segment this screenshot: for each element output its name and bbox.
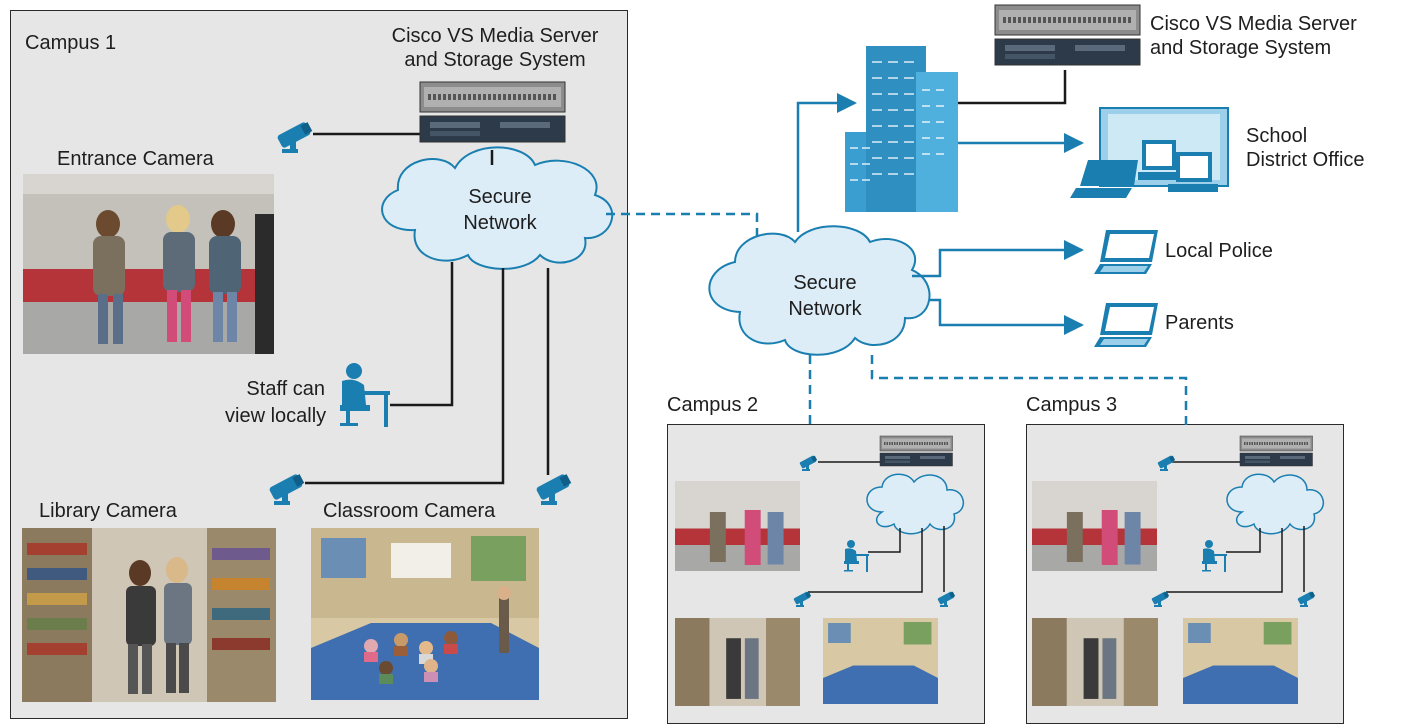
campus-1-server-label-line1: Cisco VS Media Server	[391, 25, 599, 47]
central-cloud-label-line1: Secure	[793, 272, 857, 294]
campus-1-server-label: Cisco VS Media Server and Storage System	[370, 24, 620, 72]
district-office-label-line2: District Office	[1246, 149, 1365, 171]
classroom-camera-label: Classroom Camera	[323, 500, 496, 522]
local-police-laptop-icon	[1094, 230, 1158, 274]
entrance-camera-photo	[23, 174, 274, 354]
campus-2-entrance-photo	[675, 481, 800, 571]
classroom-camera-photo	[311, 528, 539, 700]
district-server-label: Cisco VS Media Server and Storage System	[1150, 12, 1357, 60]
campus-2-network	[793, 434, 965, 607]
staff-label-line1: Staff can	[246, 378, 325, 400]
campus-1-cloud-icon	[381, 146, 614, 270]
central-cloud-icon	[708, 225, 931, 356]
building-icon	[845, 46, 958, 212]
central-cloud-label-line2: Network	[788, 298, 862, 320]
entrance-camera-icon	[276, 121, 313, 153]
district-server-label-line2: and Storage System	[1150, 37, 1332, 59]
library-camera-photo	[22, 528, 276, 702]
classroom-camera-icon	[535, 473, 572, 505]
parents-laptop-icon	[1094, 303, 1158, 347]
campus-3-library-photo	[1032, 618, 1158, 706]
desktop-workstation-icon	[1070, 107, 1229, 198]
district-server-label-line1: Cisco VS Media Server	[1150, 13, 1357, 35]
campus-1-title: Campus 1	[25, 32, 117, 54]
central-cloud-label: Secure Network	[765, 270, 885, 322]
parents-label: Parents	[1165, 312, 1234, 334]
library-camera-label: Library Camera	[39, 500, 177, 522]
campus-1-cloud-label-line1: Secure	[468, 186, 532, 208]
campus-3-network	[1151, 434, 1325, 607]
staff-label: Staff can view locally	[225, 376, 327, 430]
district-server-icon	[995, 5, 1140, 65]
campus-3-entrance-photo	[1032, 481, 1157, 571]
seated-staff-icon	[340, 363, 390, 427]
campus-1-server-label-line2: and Storage System	[404, 49, 586, 71]
campus-3-title: Campus 3	[1026, 394, 1118, 416]
entrance-camera-label: Entrance Camera	[57, 148, 214, 170]
campus-2-classroom-photo	[823, 618, 938, 704]
library-camera-icon	[268, 473, 305, 505]
staff-label-line2: view locally	[225, 405, 327, 427]
district-office-label: School District Office	[1246, 124, 1365, 172]
campus-2-library-photo	[675, 618, 800, 706]
campus-1-server-icon	[420, 82, 565, 142]
district-office-label-line1: School	[1246, 125, 1308, 147]
campus-2-title: Campus 2	[667, 394, 759, 416]
campus-1-cloud-label-line2: Network	[463, 212, 537, 234]
campus-3-classroom-photo	[1183, 618, 1298, 704]
local-police-label: Local Police	[1165, 240, 1273, 262]
campus-1-cloud-label: Secure Network	[440, 184, 560, 236]
